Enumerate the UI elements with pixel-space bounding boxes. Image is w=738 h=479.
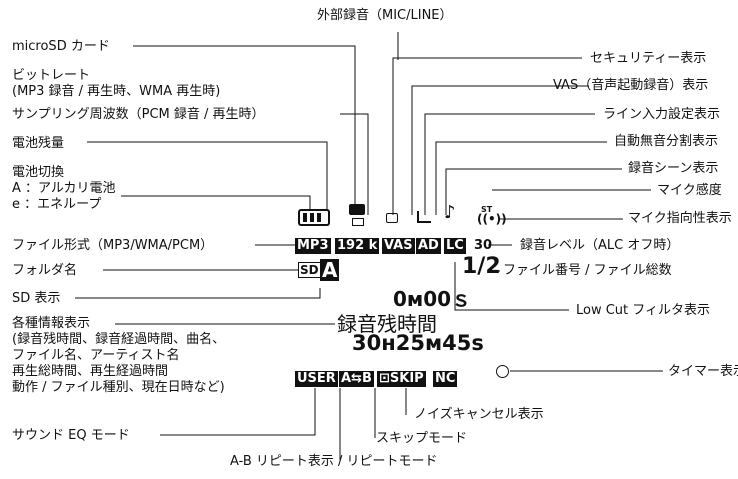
lc-badge: LC <box>444 238 466 254</box>
file-counter: 1/2 <box>462 254 501 279</box>
label-microsd-card: microSD カード <box>12 39 110 54</box>
nc-badge: NC <box>433 371 458 387</box>
mic-icon: ((•)) <box>477 212 507 226</box>
label-folder-name: フォルダ名 <box>12 263 78 278</box>
ad-badge: AD <box>416 238 441 254</box>
label-file-number: ファイル番号 / ファイル総数 <box>503 263 672 278</box>
label-file-format: ファイル形式（MP3/WMA/PCM） <box>12 238 214 253</box>
label-mic-sensitivity: マイク感度 <box>657 183 722 198</box>
label-timer: タイマー表示 <box>668 364 738 379</box>
label-bitrate: ビットレート (MP3 録音 / 再生時、WMA 再生時) <box>12 68 221 99</box>
label-external-rec: 外部録音（MIC/LINE） <box>317 8 453 23</box>
label-ab-repeat: A-B リピート表示 / リピートモード <box>230 454 438 469</box>
label-auto-split: 自動無音分割表示 <box>614 134 719 149</box>
folder-letter: A <box>320 258 340 282</box>
sampling-freq-icon <box>352 218 364 226</box>
rec-scene-icon: ST <box>481 205 493 214</box>
skip-badge: ⊡SKIP <box>377 371 426 387</box>
label-sampling-freq: サンプリング周波数（PCM 録音 / 再生時） <box>12 107 265 122</box>
format-badge: MP3 <box>295 238 331 254</box>
time-display: 30н25м45ѕ <box>352 331 484 355</box>
label-mic-directivity: マイク指向性表示 <box>628 211 732 226</box>
label-battery-switch: 電池切換 A ：アルカリ電池 e ：エネループ <box>12 165 116 212</box>
timer-icon <box>496 365 509 378</box>
timer-top: 0м00ｓ <box>393 287 472 311</box>
label-info-display: 各種情報表示 (録音残時間、録音経過時間、曲名、 ファイル名、アーティスト名 再… <box>12 316 226 395</box>
battery-icon <box>298 209 330 226</box>
label-rec-level: 録音レベル（ALC オフ時） <box>520 238 680 253</box>
label-battery-level: 電池残量 <box>12 136 65 151</box>
label-vas: VAS（音声起動録音）表示 <box>553 78 709 93</box>
label-sound-eq: サウンド EQ モード <box>12 428 130 443</box>
label-low-cut: Low Cut フィルタ表示 <box>576 303 711 318</box>
ab-repeat-badge: A⇆B <box>339 371 374 387</box>
rec-level-value: 30 <box>474 238 493 253</box>
user-eq-badge: USER <box>295 371 338 387</box>
music-note-icon: ♪ <box>444 202 456 223</box>
label-noise-cancel: ノイズキャンセル表示 <box>414 407 544 422</box>
microsd-icon <box>349 204 365 215</box>
label-security: セキュリティー表示 <box>590 51 707 66</box>
label-rec-scene: 録音シーン表示 <box>628 161 719 176</box>
label-skip-mode: スキップモード <box>376 431 468 446</box>
bitrate-badge: 192 k <box>335 238 380 254</box>
lock-icon <box>386 213 398 223</box>
label-sd-display: SD 表示 <box>12 291 61 306</box>
sd-indicator: SD <box>298 262 321 278</box>
line-input-icon <box>417 211 431 223</box>
vas-badge: VAS <box>382 238 415 254</box>
remaining-label: 録音残時間 <box>337 312 437 336</box>
label-line-input: ライン入力設定表示 <box>603 107 721 122</box>
